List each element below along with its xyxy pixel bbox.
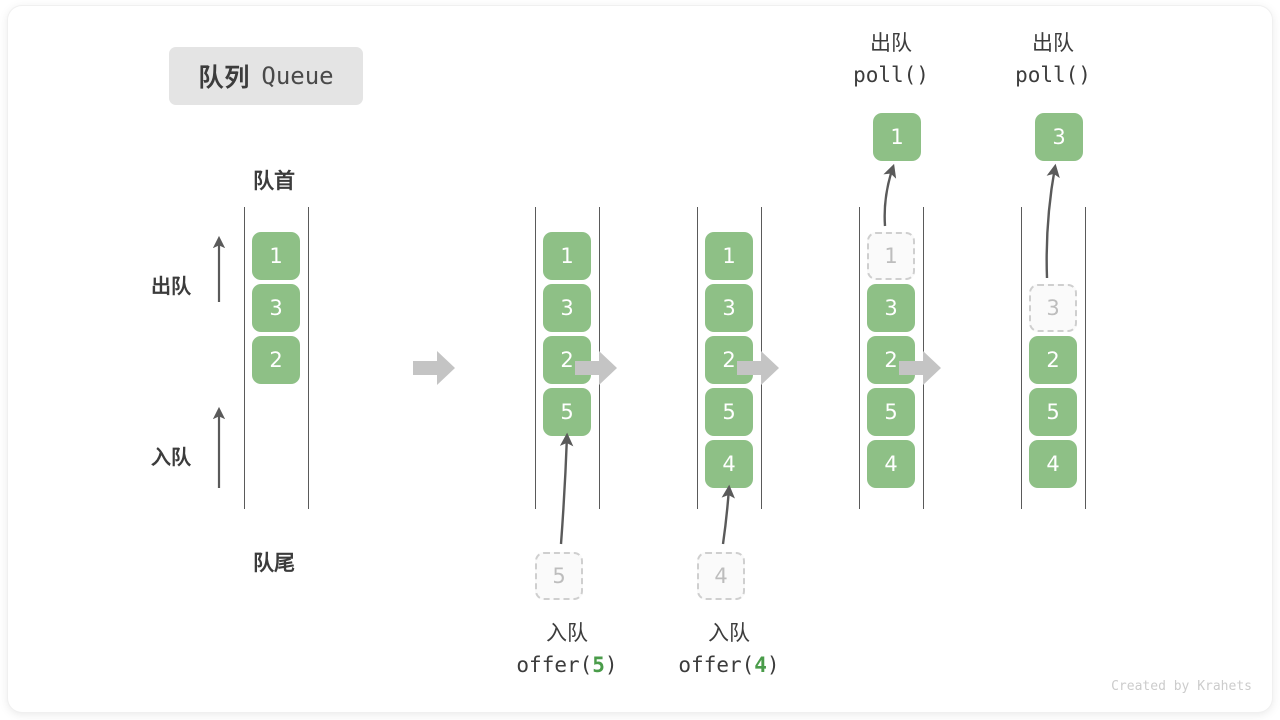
op-caption-code: offer(5) — [516, 652, 618, 677]
queue-tail-label: 队尾 — [253, 552, 295, 575]
queue-element: 5 — [705, 388, 753, 436]
op-caption-code: offer(4) — [678, 652, 780, 677]
queue-rail-right — [308, 207, 309, 509]
queue-element: 3 — [867, 284, 915, 332]
credit-text: Created by Krahets — [1111, 679, 1252, 694]
op-caption-cn: 入队 — [546, 622, 588, 645]
op-caption-code: poll() — [1015, 62, 1091, 87]
queue-ghost-element: 1 — [867, 232, 915, 280]
op-caption-arg: 4 — [754, 652, 767, 677]
stage-transition-arrow — [413, 348, 455, 388]
poll-caption: 出队 poll() — [801, 28, 981, 91]
queue-element: 2 — [252, 336, 300, 384]
queue-rail-right — [1085, 207, 1086, 509]
queue-element: 2 — [705, 336, 753, 384]
title-en: Queue — [261, 62, 334, 90]
queue-element: 1 — [705, 232, 753, 280]
incoming-ghost-element: 4 — [697, 552, 745, 600]
queue-element: 5 — [867, 388, 915, 436]
op-caption-cn: 入队 — [708, 622, 750, 645]
queue-rail-left — [697, 207, 698, 509]
queue-element: 4 — [705, 440, 753, 488]
offer-caption: 入队 offer(4) — [639, 618, 819, 681]
op-caption-cn: 出队 — [1032, 32, 1074, 55]
op-caption-code: poll() — [853, 62, 929, 87]
queue-element: 2 — [543, 336, 591, 384]
diagram-stage: 队列 Queue 队首 队尾 出队 入队 Created by Krahets … — [8, 6, 1272, 712]
op-caption-arg: 5 — [592, 652, 605, 677]
incoming-ghost-element: 5 — [535, 552, 583, 600]
queue-element: 1 — [252, 232, 300, 280]
dequeue-side-label: 出队 — [151, 276, 191, 298]
title-badge: 队列 Queue — [169, 47, 363, 105]
arrow-overlay — [212, 163, 1060, 545]
stage-transition-arrow — [899, 348, 941, 388]
queue-element: 5 — [1029, 388, 1077, 436]
popped-element: 1 — [873, 113, 921, 161]
queue-element: 2 — [867, 336, 915, 384]
offer-caption: 入队 offer(5) — [477, 618, 657, 681]
queue-element: 1 — [543, 232, 591, 280]
queue-rail-left — [535, 207, 536, 509]
queue-element: 4 — [1029, 440, 1077, 488]
title-cn: 队列 — [198, 64, 251, 92]
queue-head-label: 队首 — [253, 170, 295, 193]
popped-element: 3 — [1035, 113, 1083, 161]
queue-rail-left — [1021, 207, 1022, 509]
queue-element: 2 — [1029, 336, 1077, 384]
stage-transition-arrow — [575, 348, 617, 388]
op-caption-cn: 出队 — [870, 32, 912, 55]
enqueue-side-label: 入队 — [151, 447, 191, 469]
poll-caption: 出队 poll() — [963, 28, 1143, 91]
diagram-card: 队列 Queue 队首 队尾 出队 入队 Created by Krahets … — [8, 6, 1272, 712]
queue-ghost-element: 3 — [1029, 284, 1077, 332]
stage-transition-arrow — [737, 348, 779, 388]
queue-rail-left — [859, 207, 860, 509]
queue-element: 4 — [867, 440, 915, 488]
queue-element: 3 — [705, 284, 753, 332]
queue-rail-left — [244, 207, 245, 509]
queue-element: 3 — [543, 284, 591, 332]
queue-element: 3 — [252, 284, 300, 332]
queue-element: 5 — [543, 388, 591, 436]
